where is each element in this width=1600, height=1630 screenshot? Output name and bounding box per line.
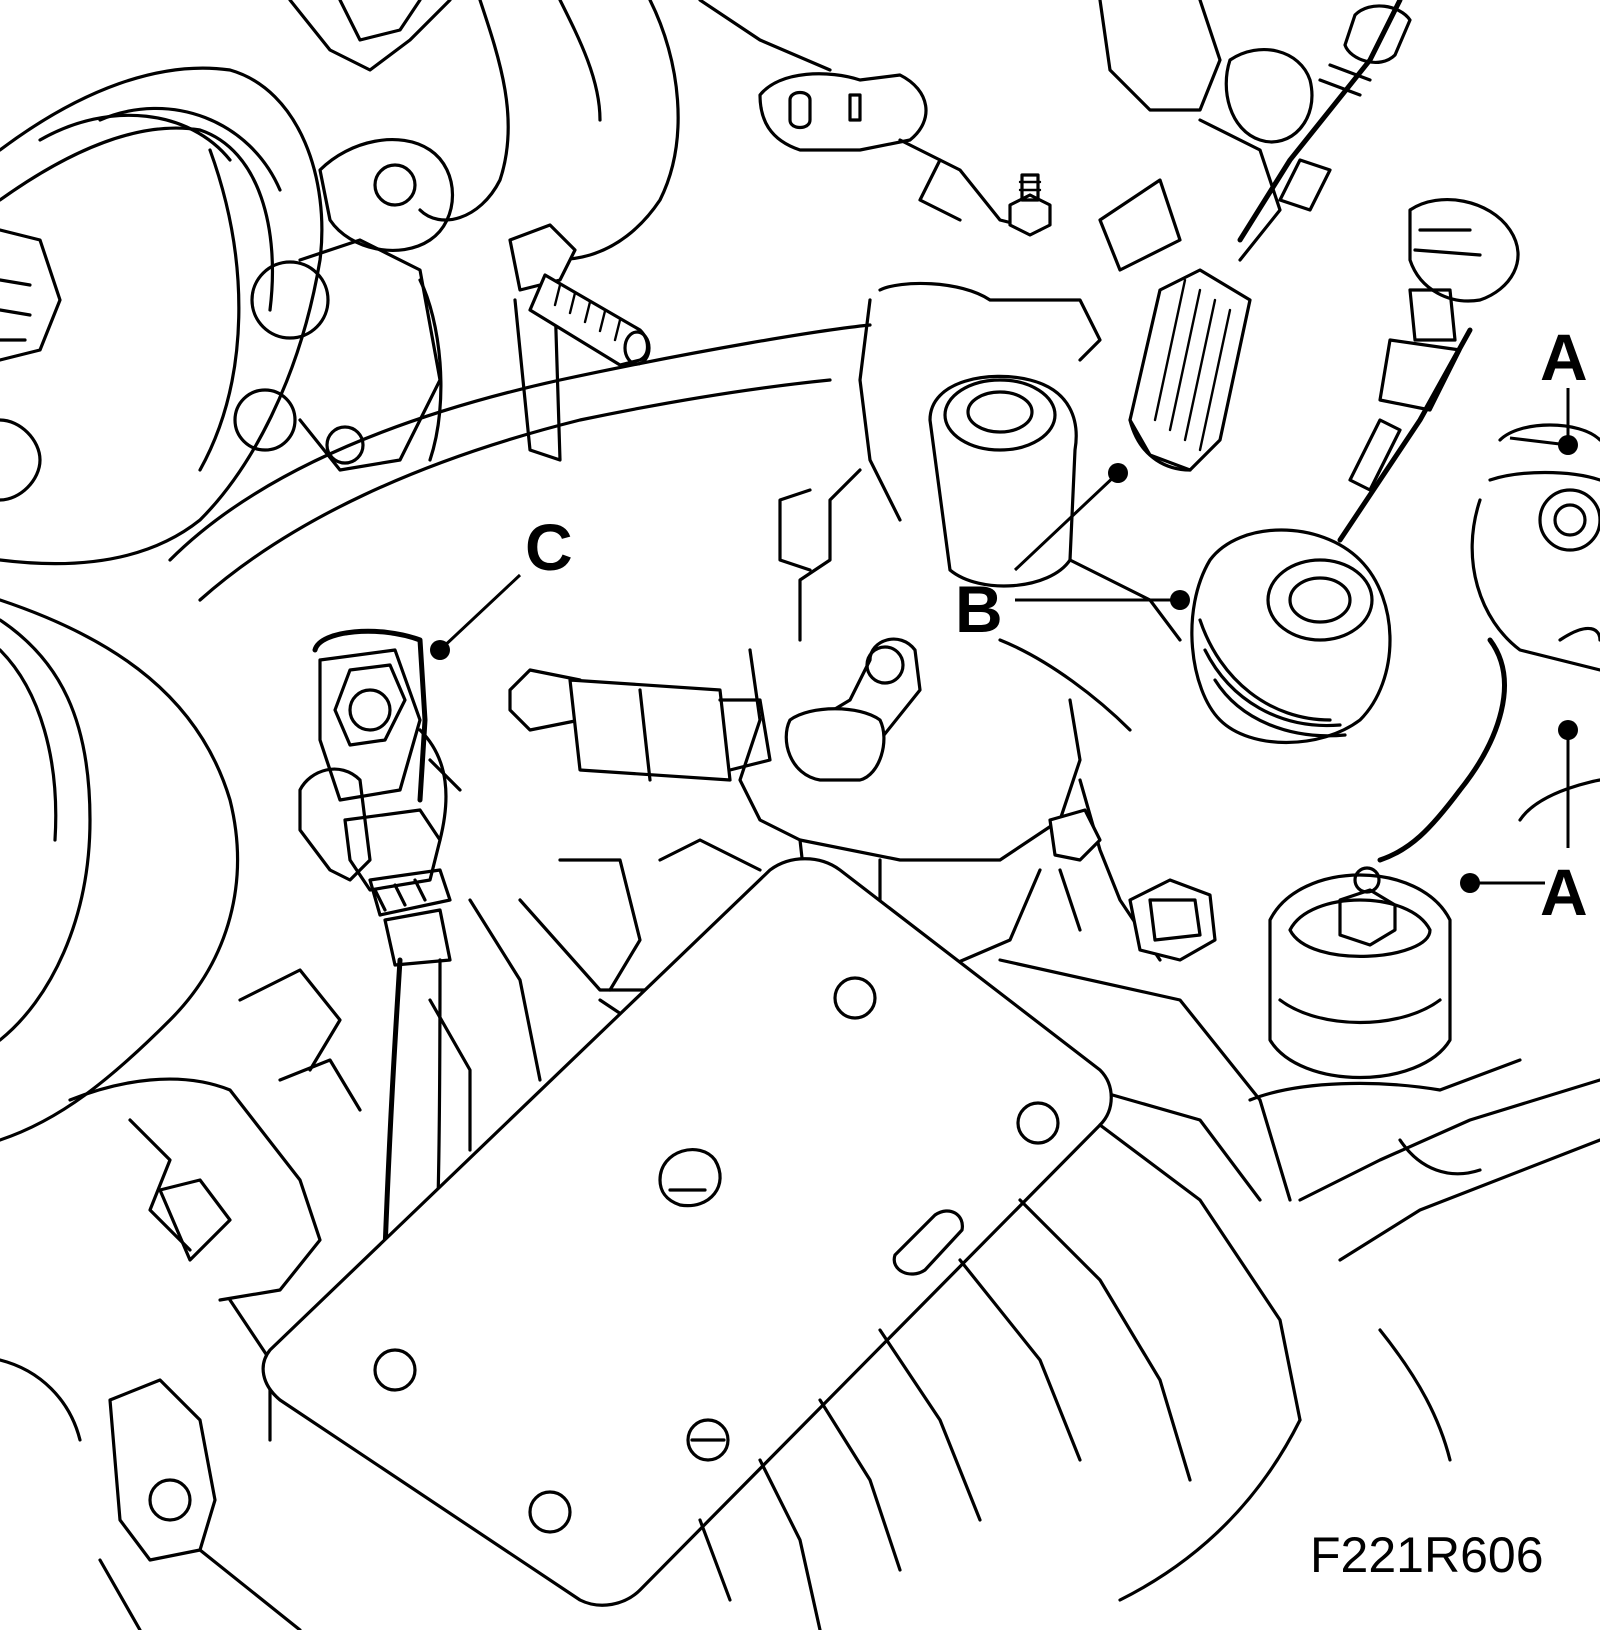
figure-code: F221R606 bbox=[1310, 1527, 1544, 1583]
callout-b: B bbox=[955, 572, 1003, 646]
sensor-c bbox=[298, 628, 462, 1253]
small-hex-bolt bbox=[1008, 173, 1052, 237]
threaded-stud bbox=[508, 223, 651, 462]
upper-mount-bushing bbox=[1470, 423, 1600, 822]
callout-a-top: A bbox=[1540, 320, 1588, 394]
lower-frame bbox=[428, 778, 1600, 1262]
leader-lines bbox=[430, 388, 1578, 893]
lower-left-bracket bbox=[0, 968, 362, 1630]
lower-mount-bushing bbox=[1248, 637, 1522, 1102]
gearbox-housing-lower bbox=[698, 1123, 1452, 1630]
shift-cable-upper bbox=[1128, 0, 1412, 472]
upper-bracket bbox=[288, 0, 680, 472]
pulley-housing bbox=[0, 66, 330, 566]
shift-cable-lower bbox=[1190, 198, 1520, 744]
mounting-plate bbox=[261, 857, 1113, 1607]
actuator-pin bbox=[508, 668, 772, 782]
upper-right-bracket bbox=[698, 0, 1314, 272]
callout-c: C bbox=[525, 510, 573, 584]
central-actuator bbox=[738, 281, 1182, 972]
callout-a-bottom: A bbox=[1540, 855, 1588, 929]
crossmember-arc bbox=[0, 323, 872, 1142]
